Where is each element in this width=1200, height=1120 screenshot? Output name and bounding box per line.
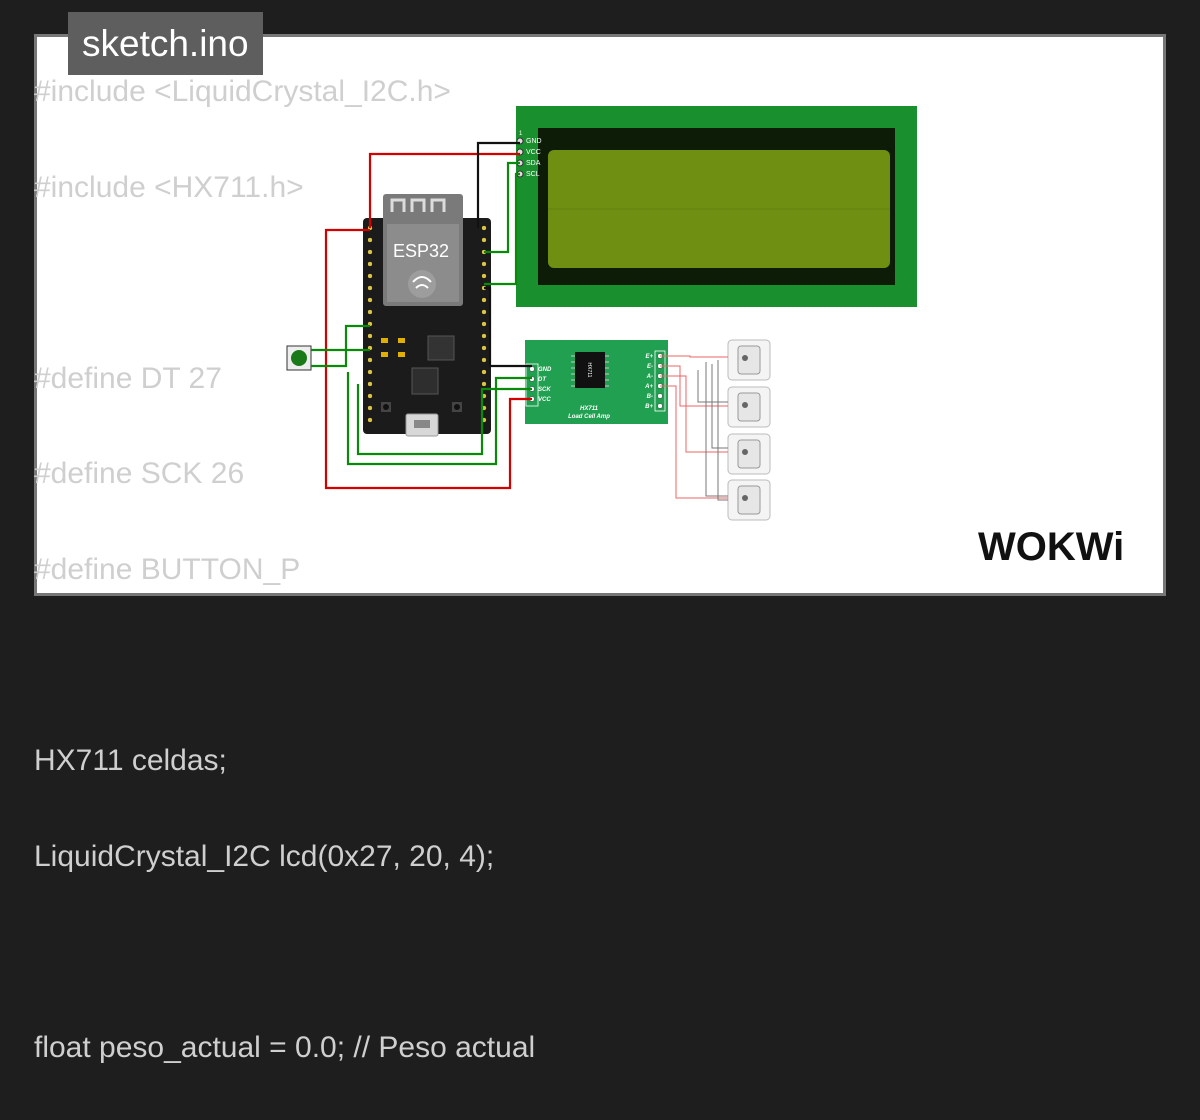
code-line: float peso_actual = 0.0; // Peso actual	[34, 1030, 536, 1064]
load-cells	[727, 339, 771, 521]
wire-hx-gnd[interactable]	[484, 286, 532, 368]
load-cell[interactable]	[727, 339, 771, 381]
circuit-diagram: 1 GND VCC SDA SCL ESP32	[286, 106, 917, 521]
code-line: LiquidCrystal_I2C lcd(0x27, 20, 4);	[34, 839, 495, 873]
svg-text:SCK: SCK	[538, 387, 551, 393]
svg-text:GND: GND	[538, 367, 552, 373]
hx711-module[interactable]: HX711 HX711 Load Cell Amp GND DT SCK VCC…	[525, 340, 668, 424]
wire-lcd-scl[interactable]	[484, 172, 520, 286]
code-line: #define SCK 26	[34, 457, 245, 491]
code-line: #define BUTTON_P	[34, 552, 301, 586]
wire-button-gnd[interactable]	[311, 324, 370, 368]
wire-hx-vcc[interactable]	[324, 228, 532, 490]
wire-hx-sck[interactable]	[356, 384, 532, 456]
wire-lcd-sda[interactable]	[484, 161, 520, 254]
svg-text:SDA: SDA	[526, 160, 541, 167]
code-line: #include <LiquidCrystal_I2C.h>	[34, 75, 451, 108]
load-cell[interactable]	[727, 386, 771, 428]
svg-text:E+: E+	[645, 354, 653, 360]
esp32-board[interactable]: ESP32	[363, 194, 491, 437]
svg-text:B+: B+	[645, 404, 653, 410]
code-line: HX711 celdas;	[34, 744, 227, 778]
lcd-display[interactable]: 1 GND VCC SDA SCL	[516, 106, 917, 307]
svg-text:VCC: VCC	[526, 149, 541, 156]
svg-text:1: 1	[519, 131, 523, 137]
push-button[interactable]	[286, 345, 312, 371]
code-line	[34, 642, 535, 690]
wires	[311, 141, 532, 490]
file-tab[interactable]: sketch.ino	[68, 12, 263, 75]
load-cell[interactable]	[727, 433, 771, 475]
wire-hx-dt[interactable]	[346, 372, 532, 466]
code-line	[34, 928, 535, 976]
load-cell-wires	[660, 355, 728, 501]
svg-text:A-: A-	[646, 374, 653, 380]
svg-text:WOKWi: WOKWi	[978, 525, 1124, 569]
svg-text:DT: DT	[538, 377, 547, 383]
wire-lcd-vcc[interactable]	[368, 152, 520, 228]
svg-text:B-: B-	[647, 394, 653, 400]
esp32-label: ESP32	[393, 241, 449, 261]
svg-text:A+: A+	[644, 384, 653, 390]
svg-text:HX711: HX711	[580, 406, 599, 412]
svg-text:SCL: SCL	[526, 171, 540, 178]
lcd-pin-header: 1 GND VCC SDA SCL	[516, 131, 542, 178]
code-line: #include <HX711.h>	[34, 170, 304, 204]
svg-text:HX711: HX711	[586, 363, 592, 378]
code-line: #define DT 27	[34, 361, 222, 395]
wire-lcd-gnd[interactable]	[476, 141, 520, 228]
svg-text:GND: GND	[526, 138, 542, 145]
svg-text:Load Cell Amp: Load Cell Amp	[568, 414, 610, 420]
wokwi-logo: WOKWi	[978, 525, 1124, 569]
svg-text:VCC: VCC	[538, 397, 551, 403]
svg-text:E-: E-	[647, 364, 653, 370]
load-cell[interactable]	[727, 479, 771, 521]
